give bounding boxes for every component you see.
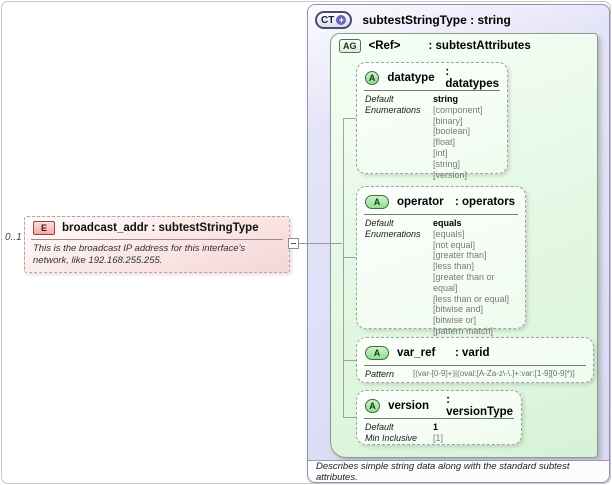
attribute-type: : operators	[455, 195, 516, 208]
attribute-name: var_ref	[397, 346, 436, 359]
attribute-header: A version : versionType	[357, 391, 521, 418]
attribute-badge: A	[365, 345, 389, 360]
minus-icon	[291, 243, 296, 244]
connector-line	[299, 243, 342, 244]
attribute-name: operator	[397, 195, 444, 208]
enum-value: [pattern match]	[433, 325, 494, 336]
connector-line	[343, 257, 356, 258]
collapse-toggle[interactable]	[288, 238, 299, 249]
enum-value: [binary]	[433, 115, 463, 126]
attributegroup-type: : subtestAttributes	[428, 40, 531, 52]
attribute-type: : versionType	[446, 393, 514, 418]
facet-label: Pattern	[365, 369, 395, 379]
divider	[364, 365, 586, 366]
divider	[364, 90, 500, 91]
enum-value: [equals]	[433, 228, 465, 239]
attribute-name: datatype	[387, 71, 435, 84]
facet-label: Min Inclusive	[365, 432, 418, 443]
facet-label: Default	[365, 422, 394, 432]
attribute-name: version	[388, 399, 430, 412]
enum-value: [not equal]	[433, 239, 476, 250]
attributegroup-box[interactable]: AG <Ref> : subtestAttributes A datatype …	[330, 33, 598, 458]
enum-value: [bitwise or]	[433, 315, 477, 326]
divider	[364, 214, 518, 215]
element-broadcast-addr[interactable]: E broadcast_addr : subtestStringType Thi…	[24, 216, 290, 273]
divider	[31, 239, 283, 240]
facet-value: 1	[433, 422, 439, 432]
attribute-operator[interactable]: A operator : operators Default equals En…	[356, 186, 526, 336]
expand-plus-icon[interactable]: +	[336, 15, 347, 25]
attributegroup-header: AG <Ref> : subtestAttributes	[331, 34, 597, 53]
enum-value: [less than or equal]	[433, 293, 510, 304]
facet-label: Default	[365, 94, 394, 104]
cardinality-label: 0..1	[5, 232, 22, 243]
attribute-badge: A	[365, 194, 389, 209]
facet-value: string	[433, 94, 459, 104]
facet-value: [(var-[0-9]+)|(oval:[A-Za-z\-\.]+:var:[1…	[413, 369, 575, 378]
attribute-facets: Pattern [(var-[0-9]+)|(oval:[A-Za-z\-\.]…	[357, 368, 593, 381]
attribute-header: A var_ref : varid	[357, 338, 593, 362]
attribute-var-ref[interactable]: A var_ref : varid Pattern [(var-[0-9]+)|…	[356, 337, 594, 383]
attributegroup-badge: AG	[339, 39, 361, 53]
complextype-badge-label: CT	[321, 14, 335, 26]
connector-line	[343, 118, 344, 418]
divider	[364, 418, 514, 419]
element-header: E broadcast_addr : subtestStringType	[25, 217, 289, 237]
element-description: This is the broadcast IP address for thi…	[33, 243, 246, 266]
facet-label: Default	[365, 218, 394, 228]
complextype-panel[interactable]: CT + subtestStringType : string AG <Ref>…	[307, 4, 610, 483]
attribute-datatype[interactable]: A datatype : datatypes Default string En…	[356, 62, 508, 180]
attribute-facets: Default 1 Min Inclusive [1]	[357, 421, 521, 445]
attribute-type: : datatypes	[445, 65, 499, 90]
enum-value: [int]	[433, 147, 448, 158]
annotation-text: Describes simple string data along with …	[316, 460, 570, 483]
enum-value: [boolean]	[433, 126, 471, 137]
annotation-bar: Describes simple string data along with …	[308, 460, 609, 483]
enum-value: [greater than]	[433, 250, 487, 261]
connector-line	[343, 360, 356, 361]
complextype-title: subtestStringType : string	[362, 13, 511, 27]
enum-value: [less than]	[433, 261, 475, 272]
facet-label: Enumerations	[365, 104, 421, 115]
enum-value: [greater than or equal]	[433, 271, 495, 293]
complextype-badge[interactable]: CT +	[315, 11, 353, 29]
element-badge: E	[33, 221, 55, 235]
enum-value: [version]	[433, 169, 468, 180]
connector-line	[343, 417, 356, 418]
attributegroup-name: <Ref>	[368, 40, 401, 52]
enum-value: [component]	[433, 104, 483, 115]
attribute-facets: Default string Enumerations [component] …	[357, 93, 507, 181]
connector-line	[343, 118, 356, 119]
attribute-badge: A	[365, 398, 381, 413]
attribute-header: A datatype : datatypes	[357, 63, 507, 90]
attribute-version[interactable]: A version : versionType Default 1 Min In…	[356, 390, 522, 445]
facet-label: Enumerations	[365, 228, 421, 239]
facet-value: equals	[433, 218, 462, 228]
enum-value: [bitwise and]	[433, 304, 484, 315]
enum-value: [float]	[433, 137, 456, 148]
attribute-facets: Default equals Enumerations [equals] [no…	[357, 217, 525, 338]
attribute-badge: A	[365, 70, 380, 85]
attribute-type: : varid	[455, 346, 490, 359]
facet-value: [1]	[433, 432, 444, 443]
complextype-header: CT + subtestStringType : string	[315, 11, 511, 29]
attribute-header: A operator : operators	[357, 187, 525, 211]
enum-value: [string]	[433, 158, 461, 169]
element-title: broadcast_addr : subtestStringType	[62, 222, 259, 234]
